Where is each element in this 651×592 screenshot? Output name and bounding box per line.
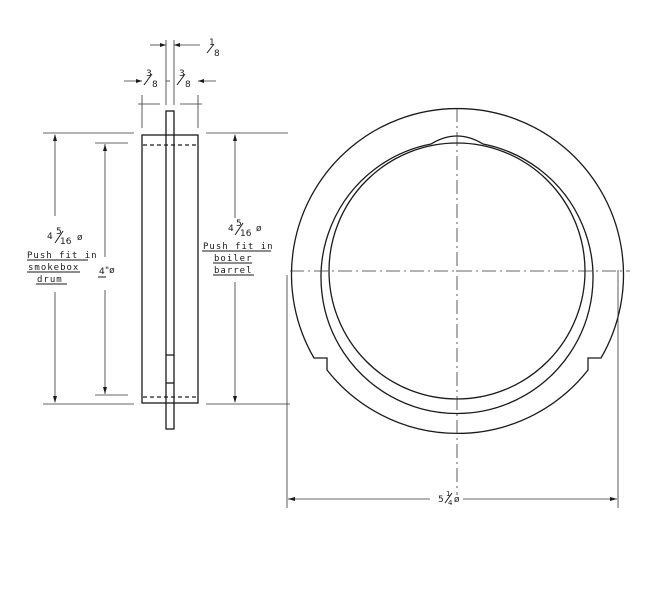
svg-text:5: 5 (56, 227, 62, 237)
svg-text:barrel: barrel (214, 266, 253, 276)
dim-web-thickness: 1 8 (150, 38, 220, 59)
side-view: 1 8 3 8 3 8 4 5 (27, 38, 290, 430)
svg-text:Push fit in: Push fit in (27, 251, 98, 261)
svg-text:1: 1 (209, 38, 215, 48)
svg-text:16: 16 (240, 229, 252, 239)
svg-text:"ø: "ø (105, 266, 115, 276)
svg-text:drum: drum (37, 275, 63, 285)
svg-text:8: 8 (152, 80, 158, 90)
svg-text:Push fit in: Push fit in (203, 242, 274, 252)
dim-boiler-diameter: 4 5 16 ø (206, 132, 290, 405)
inner-ring-outer-edge (320, 135, 594, 415)
svg-text:3: 3 (146, 69, 152, 79)
svg-text:smokebox: smokebox (28, 263, 79, 273)
svg-text:8: 8 (214, 49, 220, 59)
svg-text:4: 4 (47, 232, 53, 242)
svg-text:16: 16 (60, 237, 72, 247)
dim-left-flange: 3 8 (124, 69, 170, 90)
dim-overall-diameter: 5 1 4 ø (286, 270, 619, 508)
svg-text:5: 5 (236, 219, 242, 229)
note-boiler: Push fit in boiler barrel (202, 242, 274, 276)
svg-text:ø: ø (454, 495, 460, 505)
svg-text:1: 1 (446, 490, 450, 498)
front-view: 5 1 4 ø (286, 107, 630, 508)
web-plate (165, 110, 175, 430)
svg-text:ø: ø (77, 233, 83, 243)
note-smokebox: Push fit in smokebox drum (27, 251, 98, 285)
dim-right-flange: 3 8 (176, 69, 216, 90)
svg-text:8: 8 (185, 80, 191, 90)
svg-text:3: 3 (179, 69, 185, 79)
svg-text:5: 5 (438, 495, 444, 505)
flange-body-outline (141, 134, 199, 404)
svg-text:4: 4 (228, 224, 234, 234)
dim-smokebox-diameter: 4 5 16 ø (43, 132, 134, 405)
svg-text:boiler: boiler (214, 254, 253, 264)
dim-inner-diameter: 4 "ø (95, 142, 128, 396)
svg-text:ø: ø (256, 224, 262, 234)
svg-text:4: 4 (448, 499, 453, 507)
svg-text:4: 4 (99, 267, 105, 277)
outer-ring (290, 107, 625, 435)
